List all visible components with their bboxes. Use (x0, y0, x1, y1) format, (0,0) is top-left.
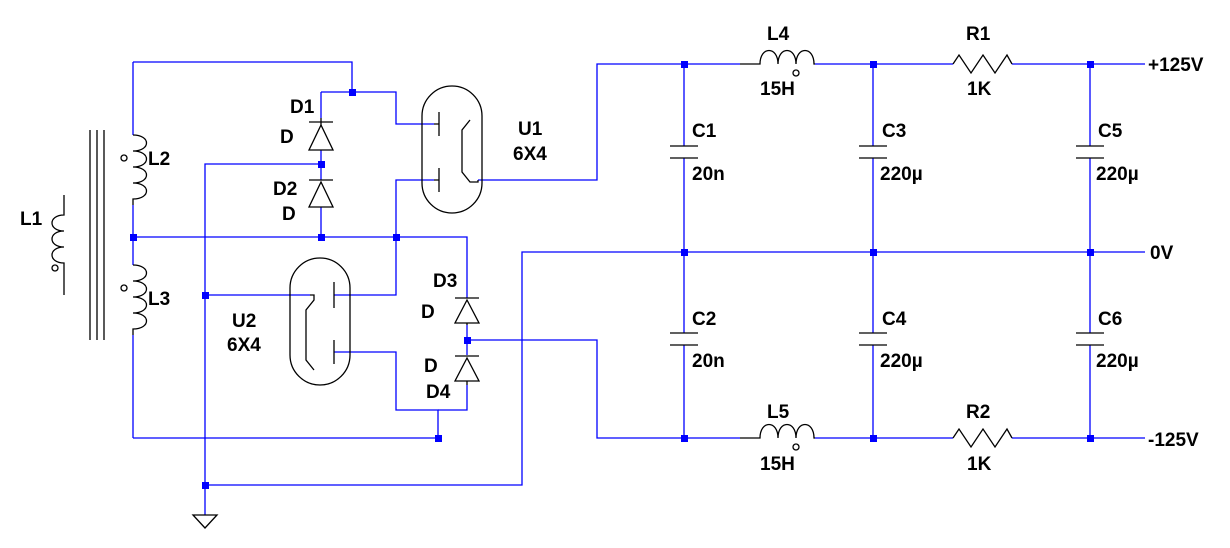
junction-dot (202, 482, 209, 489)
junction-dot (1087, 61, 1094, 68)
value-c2: 20n (692, 351, 725, 372)
capacitor-c6 (1076, 332, 1104, 346)
secondary-coil-l2 (120, 134, 148, 205)
value-c4: 220µ (880, 351, 923, 372)
label-l5: L5 (767, 402, 790, 423)
label-u2: U2 (232, 311, 256, 332)
net-label-negative: -125V (1148, 430, 1199, 451)
label-u1: U1 (518, 119, 543, 140)
value-c3: 220µ (880, 164, 923, 185)
value-d4: D (424, 356, 438, 377)
ground-icon (191, 514, 219, 529)
label-l2: L2 (148, 149, 170, 170)
diode-d4 (453, 355, 481, 385)
junction-dot (681, 61, 688, 68)
label-r2: R2 (966, 402, 990, 423)
label-l3: L3 (148, 289, 170, 310)
label-c6: C6 (1098, 309, 1122, 330)
junction-dot (1087, 435, 1094, 442)
label-c5: C5 (1098, 121, 1123, 142)
wires (132, 61, 1145, 515)
value-d3: D (421, 302, 435, 323)
junction-dot (464, 337, 471, 344)
junction-dot (130, 234, 137, 241)
capacitor-c1 (670, 145, 698, 159)
value-c5: 220µ (1096, 164, 1139, 185)
junction-dot (349, 89, 356, 96)
value-r2: 1K (967, 454, 992, 475)
tube-u1 (421, 85, 483, 214)
label-c3: C3 (882, 121, 906, 142)
junction-dot (870, 435, 877, 442)
value-r1: 1K (967, 79, 992, 100)
capacitor-c5 (1076, 145, 1104, 159)
resistor-r1 (952, 53, 1013, 75)
labels: L1 L2 L3 D1 D D2 D D3 D D D4 U1 6X4 U2 6… (20, 24, 1204, 475)
primary-coil-l1 (51, 195, 65, 295)
junction-dot (681, 435, 688, 442)
capacitor-c2 (670, 332, 698, 346)
label-d3: D3 (433, 271, 457, 292)
label-l1: L1 (20, 209, 43, 230)
label-c2: C2 (692, 309, 716, 330)
label-d4: D4 (426, 382, 451, 403)
label-c1: C1 (692, 121, 717, 142)
label-d2: D2 (273, 179, 297, 200)
value-d2: D (282, 204, 296, 225)
value-u2: 6X4 (227, 335, 261, 356)
value-c6: 220µ (1096, 351, 1139, 372)
value-l5: 15H (760, 454, 795, 475)
transformer (51, 130, 148, 340)
junction-dot (435, 435, 442, 442)
net-label-zero: 0V (1150, 243, 1174, 264)
label-c4: C4 (882, 309, 907, 330)
secondary-coil-l3 (120, 264, 148, 335)
label-l4: L4 (767, 24, 790, 45)
value-d1: D (280, 127, 294, 148)
junction-dot (681, 249, 688, 256)
diode-d1 (307, 118, 335, 151)
inductor-l5 (740, 423, 815, 451)
diode-d3 (453, 297, 481, 325)
inductor-l4 (740, 49, 815, 77)
junctions (130, 61, 1094, 489)
capacitor-c4 (859, 332, 887, 346)
junction-dot (318, 161, 325, 168)
junction-dot (870, 249, 877, 256)
tube-u2 (289, 257, 351, 386)
net-label-positive: +125V (1148, 55, 1204, 76)
capacitor-c3 (859, 145, 887, 159)
junction-dot (1087, 249, 1094, 256)
junction-dot (393, 234, 400, 241)
value-c1: 20n (692, 164, 725, 185)
label-r1: R1 (966, 24, 991, 45)
diode-d2 (307, 179, 335, 208)
junction-dot (870, 61, 877, 68)
label-d1: D1 (290, 97, 315, 118)
junction-dot (202, 292, 209, 299)
resistor-r2 (952, 427, 1013, 449)
value-l4: 15H (760, 79, 795, 100)
value-u1: 6X4 (513, 144, 547, 165)
junction-dot (318, 234, 325, 241)
